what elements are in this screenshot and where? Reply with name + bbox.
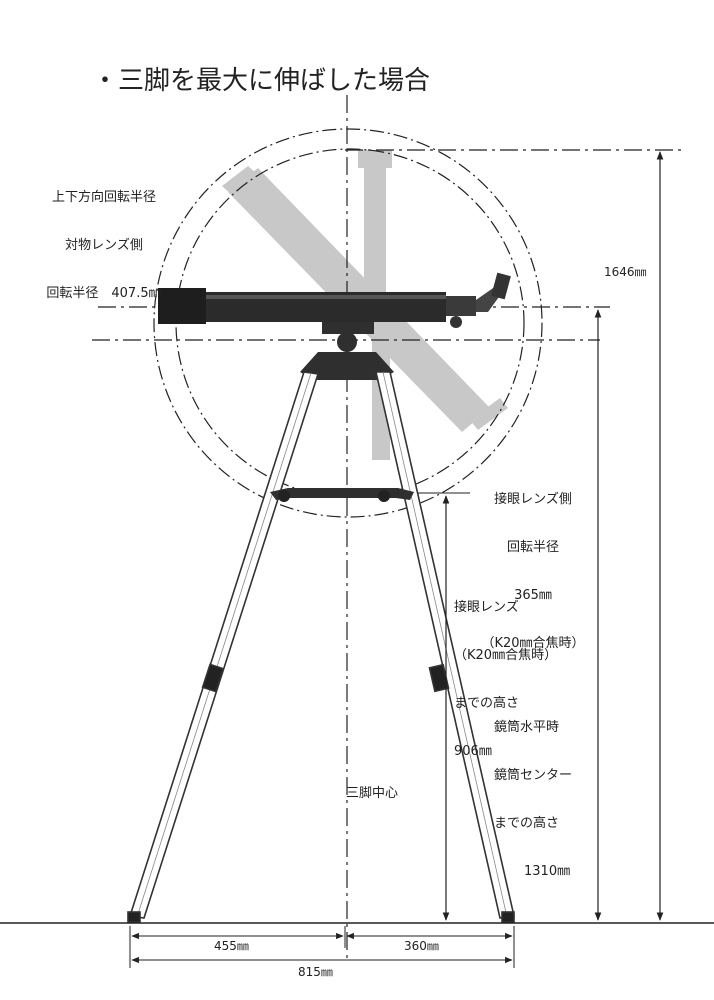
eyepiece-radius-label: 接眼レンズ側 回転半径 365㎜ （K20㎜合焦時） — [468, 460, 598, 668]
tube-height-line-2: 鏡筒センター — [494, 768, 573, 783]
eyepiece-radius-line-2: 回転半径 — [506, 540, 559, 555]
eyepiece-radius-line-4: （K20㎜合焦時） — [481, 636, 585, 651]
left-span-label: 455㎜ — [214, 939, 249, 953]
mount-head — [300, 322, 394, 380]
eyepiece-height-line-1: 接眼レンズ — [454, 600, 519, 615]
objective-radius-line-2: 対物レンズ側 — [65, 238, 143, 253]
tube-height-label: 鏡筒水平時 鏡筒センター までの高さ 1310㎜ — [494, 688, 572, 896]
eyepiece-radius-line-3: 365㎜ — [514, 588, 552, 603]
tripod-left-leg — [127, 371, 320, 923]
max-height-label: 1646㎜ — [604, 265, 647, 279]
telescope-tube — [158, 272, 511, 328]
objective-radius-circle — [153, 128, 543, 518]
total-span-label: 815㎜ — [298, 965, 333, 979]
right-span-label: 360㎜ — [404, 939, 439, 953]
objective-radius-line-1: 上下方向回転半径 — [51, 190, 156, 205]
tube-height-line-4: 1310㎜ — [524, 864, 571, 879]
tube-height-line-3: までの高さ — [494, 816, 560, 831]
objective-radius-line-3: 回転半径 407.5㎜ — [46, 286, 162, 301]
eyepiece-radius-line-1: 接眼レンズ側 — [494, 492, 572, 507]
eyepiece-height-line-4: 906㎜ — [454, 744, 492, 759]
page-title: ・三脚を最大に伸ばした場合 — [92, 66, 431, 96]
eyepiece-height-line-3: までの高さ — [454, 696, 520, 711]
objective-radius-label: 上下方向回転半径 対物レンズ側 回転半径 407.5㎜ — [24, 158, 184, 318]
tube-height-line-1: 鏡筒水平時 — [494, 720, 560, 735]
eyepiece-height-label: 接眼レンズ （K20㎜合焦時） までの高さ 906㎜ — [454, 568, 557, 776]
tripod-spreader — [270, 488, 414, 502]
tripod-center-label: 三脚中心 — [346, 786, 399, 801]
eyepiece-height-line-2: （K20㎜合焦時） — [454, 648, 558, 663]
